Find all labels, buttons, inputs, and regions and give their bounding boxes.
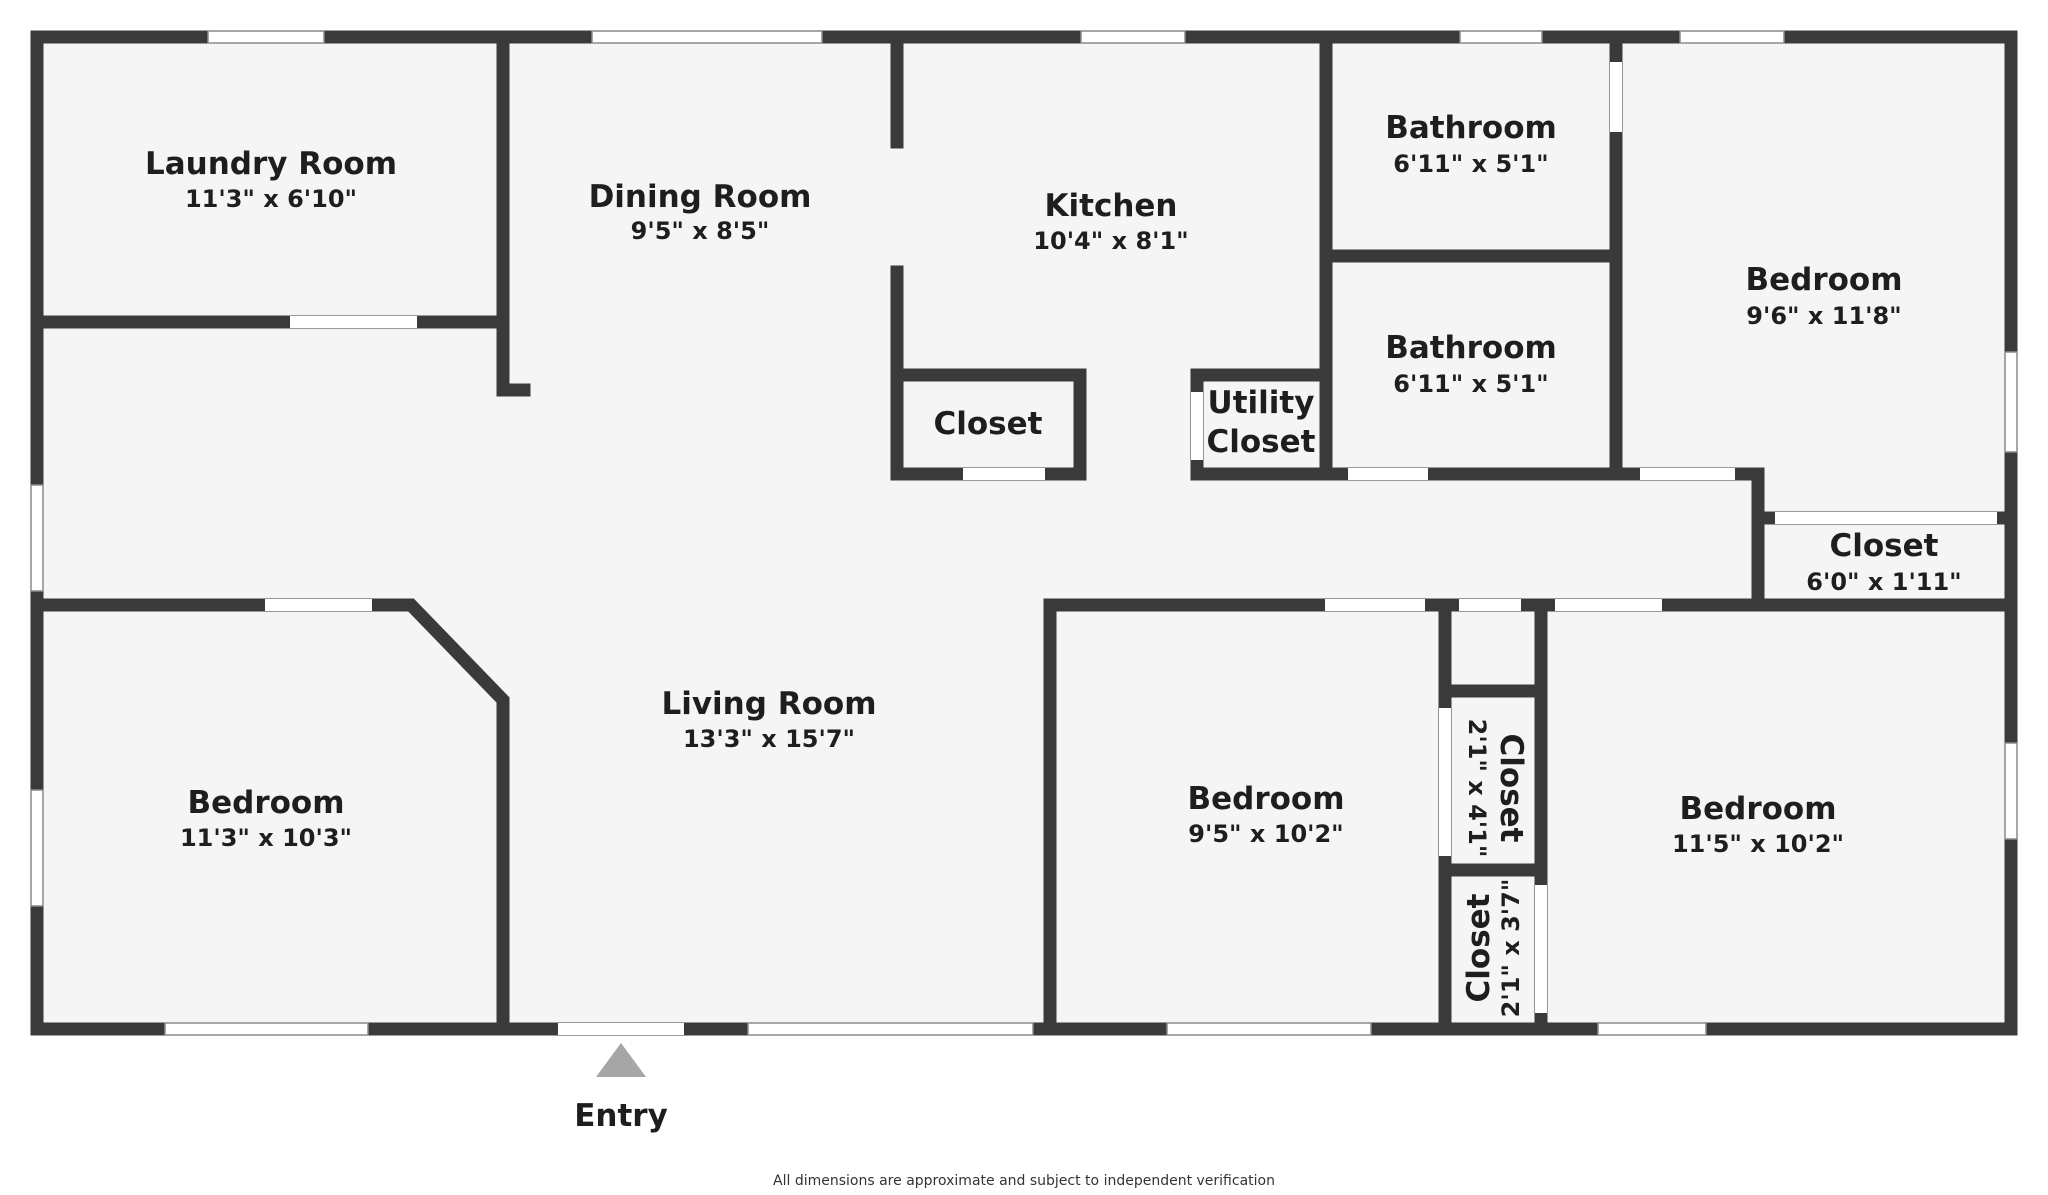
window xyxy=(747,1022,1034,1036)
utility-closet-name-line2: Closet xyxy=(1207,424,1316,460)
window xyxy=(1459,30,1543,44)
kitchen-closet-door-opening xyxy=(963,468,1045,480)
door-openings xyxy=(265,62,1997,1035)
bedroom-sw-wall xyxy=(30,598,510,1036)
bedroom-ne-dims: 9'6" x 11'8" xyxy=(1746,302,1901,330)
bathroom-1-door-opening xyxy=(1610,62,1622,132)
bedroom-sw-dims: 11'3" x 10'3" xyxy=(180,824,352,852)
bathroom-2-dims: 6'11" x 5'1" xyxy=(1393,370,1548,398)
bedroom-sw-name: Bedroom xyxy=(187,785,344,821)
closet-upper-dims: 2'1" x 4'1" xyxy=(1463,719,1491,858)
bathroom-2-name: Bathroom xyxy=(1385,330,1557,366)
closet-lower-side-opening xyxy=(1535,885,1547,1013)
bathroom-1-name: Bathroom xyxy=(1385,110,1557,146)
exterior-wall xyxy=(30,30,2018,1036)
bedroom-se-door-opening xyxy=(1555,599,1662,611)
floor-area xyxy=(37,43,2008,1027)
window xyxy=(1597,1022,1707,1036)
closet-upper-name: Closet xyxy=(1493,734,1529,843)
window xyxy=(2004,351,2018,453)
laundry-room-name: Laundry Room xyxy=(145,146,397,182)
bedroom-sw-door-opening xyxy=(265,599,372,611)
window xyxy=(1166,1022,1372,1036)
window xyxy=(207,30,325,44)
windows xyxy=(30,30,2018,1036)
laundry-door-opening xyxy=(290,316,417,328)
bedroom-se-dims: 11'5" x 10'2" xyxy=(1672,830,1844,858)
kitchen-closet-name: Closet xyxy=(934,406,1043,442)
bedroom-ne-name: Bedroom xyxy=(1745,262,1902,298)
window xyxy=(591,30,823,44)
bathroom-2-door-opening xyxy=(1348,468,1428,480)
closet-lower-name: Closet xyxy=(1461,893,1497,1002)
hall-closet-name: Closet xyxy=(1830,528,1939,564)
kitchen-dims: 10'4" x 8'1" xyxy=(1033,227,1188,255)
utility-closet-door-opening xyxy=(1191,392,1203,460)
living-room-dims: 13'3" x 15'7" xyxy=(683,725,855,753)
window xyxy=(2004,742,2018,840)
bedroom-s-door-opening xyxy=(1325,599,1425,611)
closet-upper-door-opening xyxy=(1459,599,1521,611)
window xyxy=(164,1022,369,1036)
window xyxy=(1679,30,1785,44)
bedroom-s-dims: 9'5" x 10'2" xyxy=(1188,820,1343,848)
laundry-room-dims: 11'3" x 6'10" xyxy=(185,185,357,213)
kitchen-closet-wall xyxy=(890,368,1087,481)
hall-closet-door-opening xyxy=(1775,512,1997,524)
utility-closet-name-line1: Utility xyxy=(1208,385,1315,421)
disclaimer-text: All dimensions are approximate and subje… xyxy=(773,1173,1275,1189)
dining-room-dims: 9'5" x 8'5" xyxy=(631,217,770,245)
entry-label: Entry xyxy=(574,1098,668,1134)
living-room-name: Living Room xyxy=(661,686,876,722)
window xyxy=(30,789,44,907)
dining-room-name: Dining Room xyxy=(589,179,812,215)
hall-closet-dims: 6'0" x 1'11" xyxy=(1806,568,1961,596)
kitchen-name: Kitchen xyxy=(1044,188,1177,224)
bathroom-1-dims: 6'11" x 5'1" xyxy=(1393,150,1548,178)
bedroom-ne-door-opening xyxy=(1640,468,1735,480)
entry-arrow-icon xyxy=(596,1043,646,1077)
entry-door-opening xyxy=(558,1023,684,1035)
bedroom-se-name: Bedroom xyxy=(1679,791,1836,827)
window xyxy=(1080,30,1186,44)
closet-upper-side-opening xyxy=(1439,708,1451,856)
window xyxy=(30,484,44,592)
bedroom-s-name: Bedroom xyxy=(1187,781,1344,817)
closet-lower-dims: 2'1" x 3'7" xyxy=(1497,879,1525,1018)
